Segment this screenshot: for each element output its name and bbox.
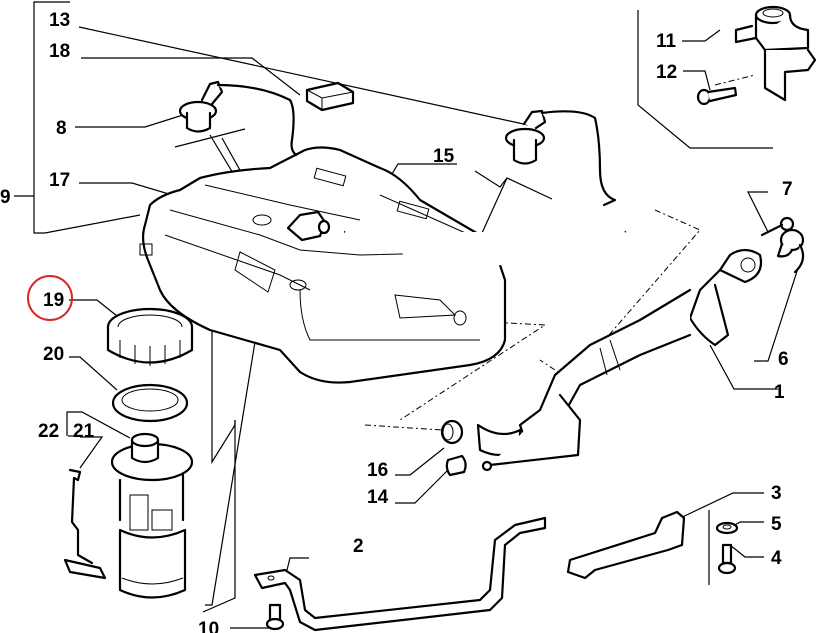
- filler-neck-pipe[interactable]: [476, 248, 763, 472]
- callout-17[interactable]: 17: [49, 170, 70, 191]
- elbow-connector[interactable]: [286, 210, 331, 242]
- group-bracket-9: [14, 1, 141, 234]
- callout-18[interactable]: 18: [49, 41, 70, 62]
- callout-4[interactable]: 4: [771, 548, 782, 569]
- hose-clamp[interactable]: [440, 419, 464, 445]
- callout-6[interactable]: 6: [778, 349, 789, 370]
- tank-strap-front[interactable]: [253, 516, 547, 632]
- callout-labels: 1 2 3 4 5 6 7 8 9 10 11 12 13 14 15 16 1…: [0, 10, 793, 633]
- callout-15[interactable]: 15: [433, 146, 455, 167]
- group-bracket-11: [637, 10, 773, 149]
- group-bracket-10: [202, 320, 236, 613]
- fuel-pump-sender[interactable]: [110, 432, 194, 599]
- vent-pipe[interactable]: [343, 230, 627, 272]
- vent-valve-left[interactable]: [178, 80, 298, 157]
- bolt[interactable]: [717, 543, 737, 575]
- callout-1[interactable]: 1: [774, 382, 785, 403]
- tank-strap-rear[interactable]: [566, 510, 686, 580]
- callout-8[interactable]: 8: [56, 118, 67, 139]
- callout-21[interactable]: 21: [73, 421, 95, 442]
- solenoid-valve[interactable]: [734, 5, 816, 102]
- foam-pad[interactable]: [305, 81, 355, 112]
- highlight-circle-19: [27, 275, 73, 321]
- callout-11[interactable]: 11: [656, 31, 677, 52]
- callout-22[interactable]: 22: [38, 421, 59, 442]
- callout-2[interactable]: 2: [353, 536, 364, 557]
- vent-valve-right[interactable]: [504, 109, 617, 207]
- plug[interactable]: [445, 454, 467, 477]
- washer[interactable]: [715, 521, 739, 535]
- filler-cap[interactable]: [776, 228, 805, 274]
- callout-10[interactable]: 10: [198, 619, 219, 633]
- strap-bolt[interactable]: [265, 603, 285, 631]
- callout-20[interactable]: 20: [43, 344, 64, 365]
- callout-16[interactable]: 16: [367, 460, 388, 481]
- callout-3[interactable]: 3: [771, 483, 782, 504]
- leader-lines: [66, 26, 801, 629]
- callout-7[interactable]: 7: [782, 179, 793, 200]
- callout-12[interactable]: 12: [656, 62, 677, 83]
- callout-5[interactable]: 5: [771, 514, 782, 535]
- seal-ring[interactable]: [111, 383, 189, 423]
- callout-9[interactable]: 9: [0, 187, 11, 208]
- lock-ring[interactable]: [106, 307, 194, 366]
- valve-bolt[interactable]: [696, 86, 738, 106]
- callout-13[interactable]: 13: [49, 10, 70, 31]
- callout-19[interactable]: 19: [43, 290, 64, 311]
- callout-14[interactable]: 14: [367, 487, 389, 508]
- level-float[interactable]: [63, 468, 107, 580]
